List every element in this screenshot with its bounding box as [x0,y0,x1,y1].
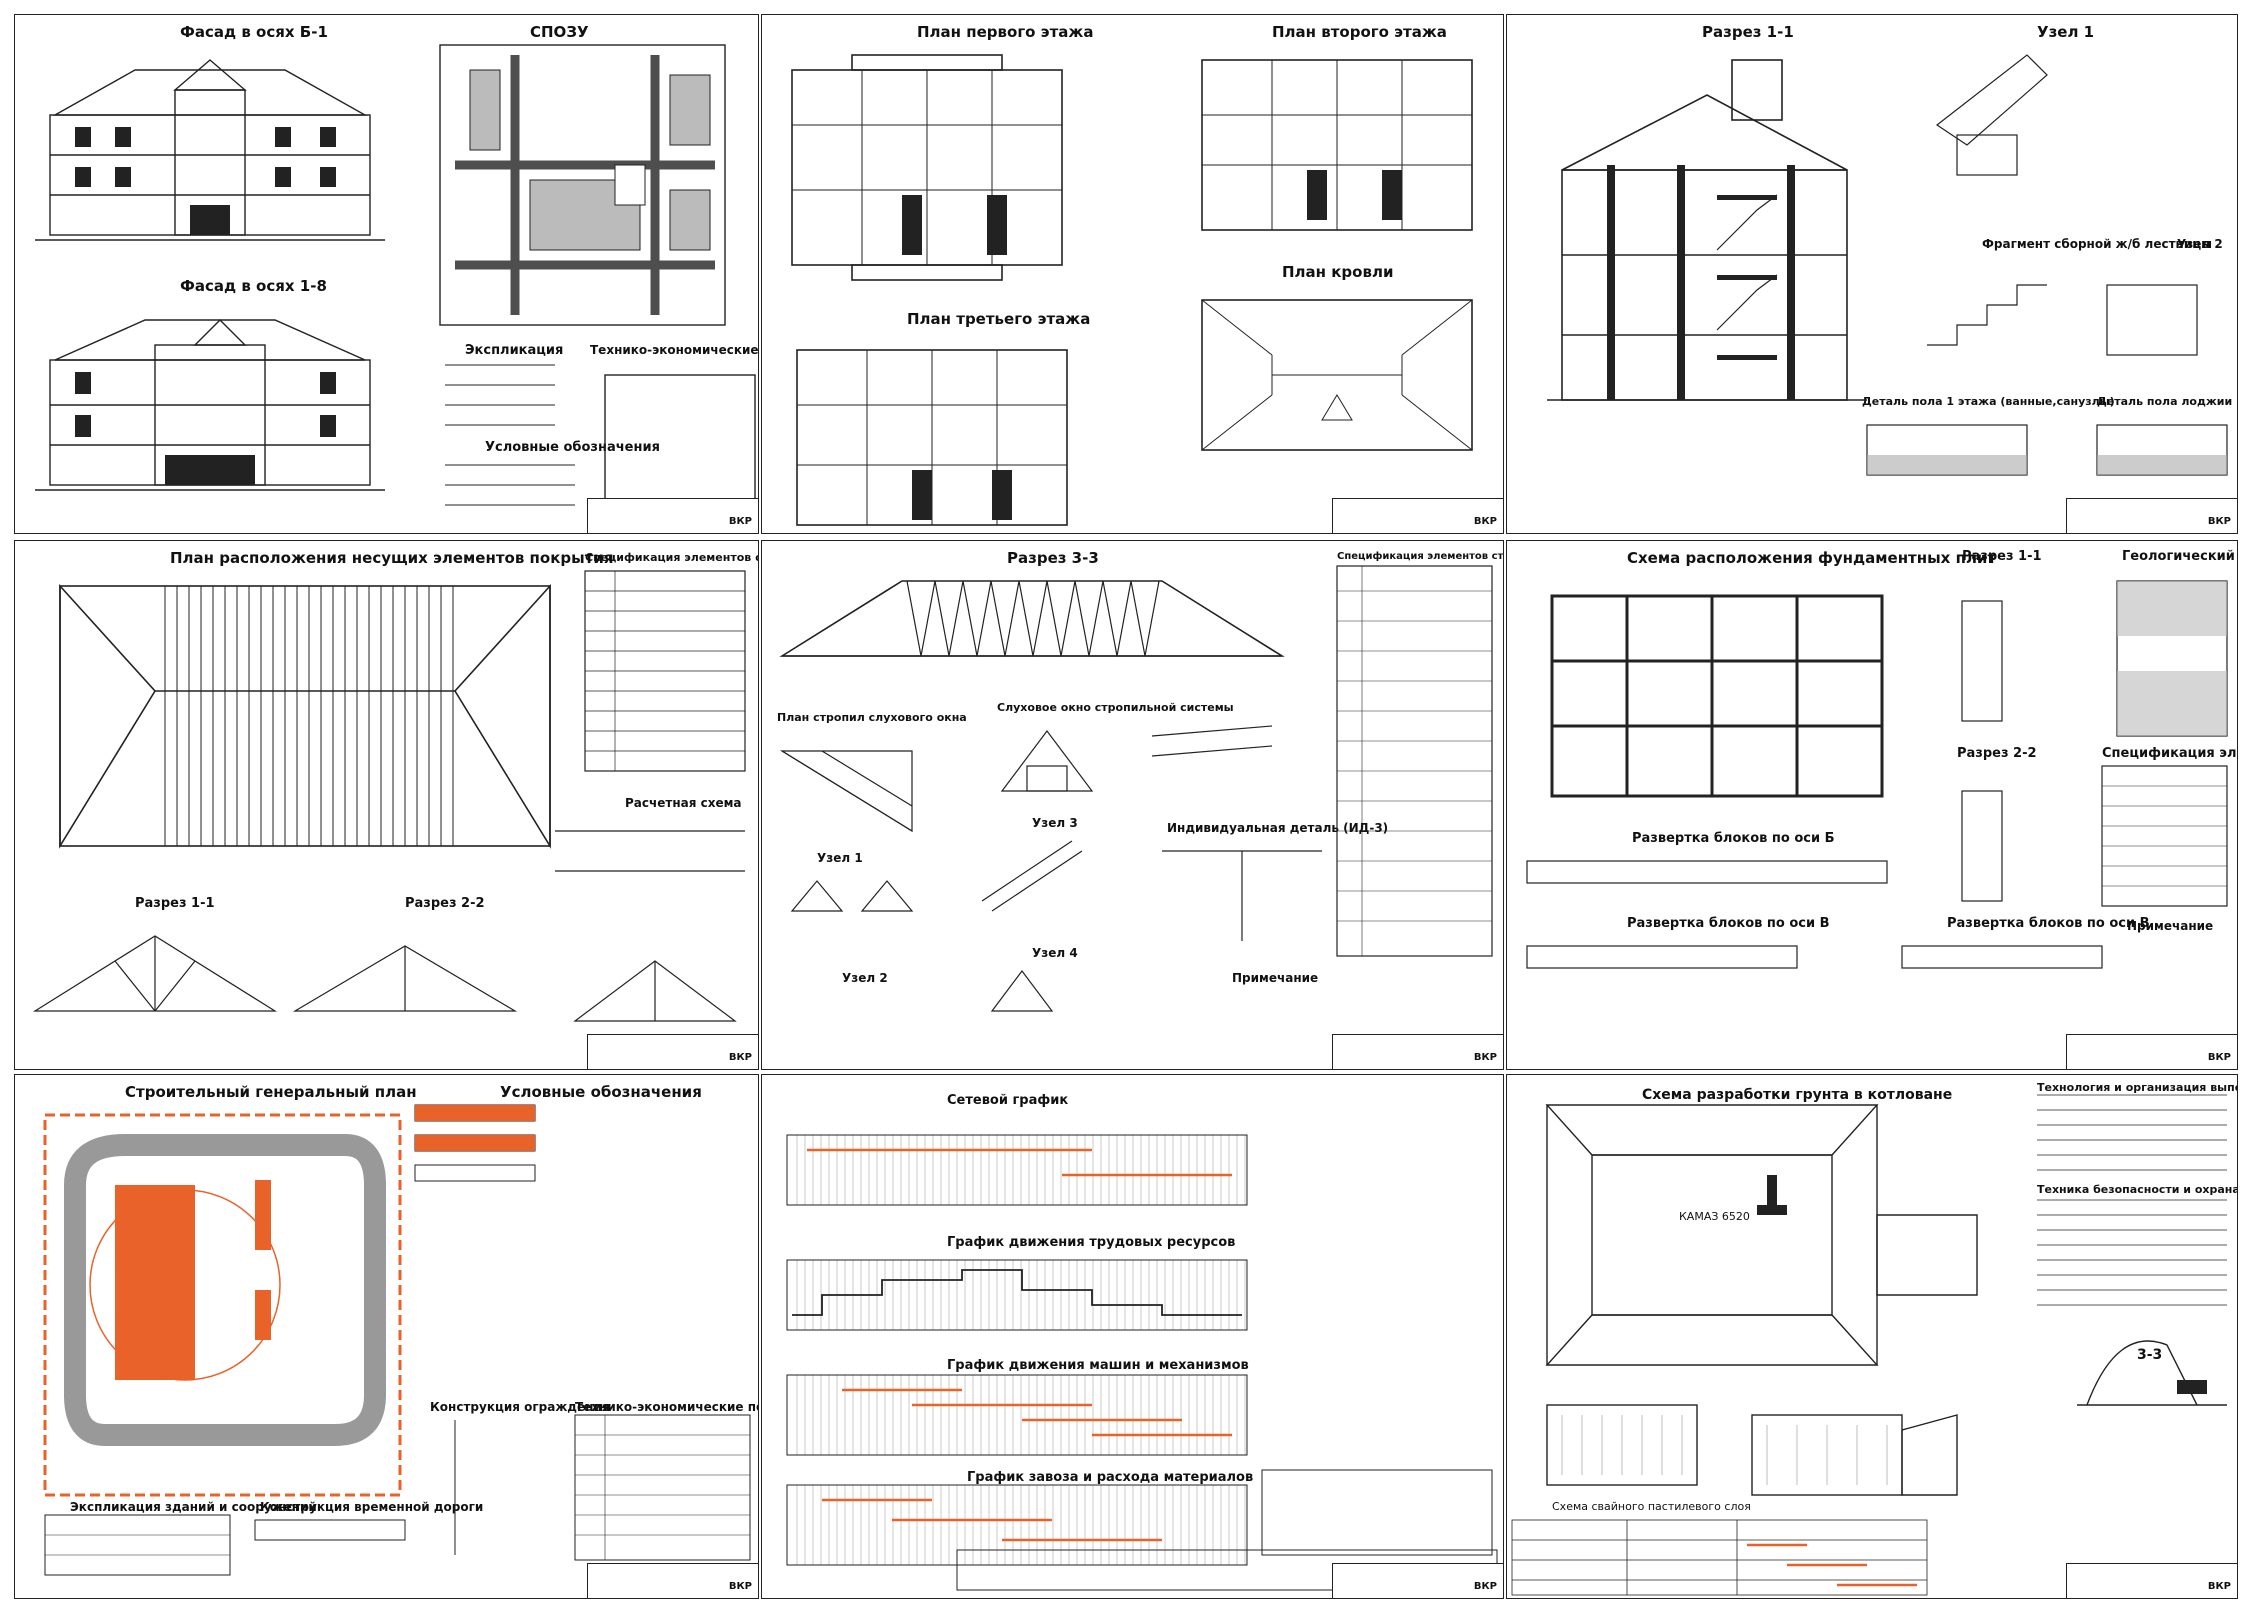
foundation-drawing [1526,580,2228,969]
title-roof-main: План расположения несущих элементов покр… [170,549,614,567]
schedules-drawing [786,1134,1498,1591]
title-tep: Технико-экономические показатели [590,343,759,357]
title-block: ВКР [587,1563,758,1598]
stamp-code: ВКР [2207,516,2231,527]
title-sch-labor: График движения трудовых ресурсов [947,1235,1236,1250]
panel-roof-structure: План расположения несущих элементов покр… [14,540,759,1070]
title-plan3: План третьего этажа [907,310,1091,328]
stamp-code: ВКР [2207,1581,2231,1592]
title-gen-expl: Экспликация зданий и сооружений [70,1500,317,1514]
floor-plans-drawing [791,54,1473,526]
stamp-code: ВКР [728,1581,752,1592]
title-found-note: Примечание [2127,919,2214,933]
title-exc-main: Схема разработки грунта в котловане [1642,1087,1953,1103]
title-loggia: Деталь пола лоджии [2097,395,2233,408]
title-dormer-spec: Спецификация элементов стропильной кровл… [1337,551,1504,562]
title-found-geo: Геологический разрез [2122,549,2237,564]
title-found-s22: Разрез 2-2 [1957,746,2037,761]
title-found-bv2: Развертка блоков по оси В [1947,916,2150,931]
title-section: Разрез 1-1 [1702,23,1794,41]
title-found-b6: Развертка блоков по оси Б [1632,831,1835,846]
panel-floor-plans: План первого этажа План второго этажа Пл… [761,14,1504,534]
title-block: ВКР [2066,1563,2237,1598]
stamp-code: ВКР [1473,516,1497,527]
title-plan2: План второго этажа [1272,23,1447,41]
truck-label: КАМАЗ 6520 [1679,1210,1750,1223]
pile-label: Схема свайного пастилевого слоя [1552,1500,1751,1513]
panel-excavation: Схема разработки грунта в котловане Техн… [1506,1074,2238,1599]
title-block: ВКР [1332,1563,1503,1598]
title-exc-s33: 3-3 [2137,1347,2163,1363]
title-block: ВКР [1332,498,1503,533]
panel-foundation: Схема расположения фундаментных плит Раз… [1506,540,2238,1070]
panel-genplan: Строительный генеральный план Условные о… [14,1074,759,1599]
stamp-code: ВКР [728,516,752,527]
title-roof-s22: Разрез 2-2 [405,896,485,911]
title-spozu: СПОЗУ [530,23,589,41]
title-block: ВКР [587,1034,758,1069]
title-gen-main: Строительный генеральный план [125,1083,417,1101]
title-dormer-plan: План стропил слухового окна [777,711,967,724]
title-dormer-window: Слуховое окно стропильной системы [997,701,1234,714]
title-found-s11: Разрез 1-1 [1962,549,2042,564]
title-found-main: Схема расположения фундаментных плит [1627,549,1997,567]
stamp-code: ВКР [1473,1581,1497,1592]
title-legend: Условные обозначения [485,440,660,455]
title-sch-materials: График завоза и расхода материалов [967,1470,1254,1485]
title-gen-road: Конструкция временной дороги [260,1500,484,1514]
title-exc-safety: Техника безопасности и охрана труда [2037,1183,2238,1196]
title-dormer-s33: Разрез 3-3 [1007,549,1099,567]
title-gen-tep: Технико-экономические показатели [575,1400,758,1414]
facades-drawing [35,44,756,533]
roof-structure-drawing [32,570,746,1022]
title-explication: Экспликация [465,343,564,358]
title-block: ВКР [1332,1034,1503,1069]
title-dormer-note: Примечание [1232,971,1319,985]
title-gen-legend: Условные обозначения [500,1083,702,1101]
excavation-drawing [1511,1094,2227,1596]
genplan-drawing [43,1104,751,1576]
panel-section-nodes: Разрез 1-1 Узел 1 Фрагмент сборной ж/б л… [1506,14,2238,534]
title-facade-18: Фасад в осях 1-8 [180,277,327,295]
title-found-bv: Развертка блоков по оси В [1627,916,1830,931]
title-found-spec: Спецификация элементов [2102,746,2237,761]
title-roof-calc: Расчетная схема [625,796,742,810]
title-node2: Узел 2 [2177,237,2223,251]
stamp-code: ВКР [1473,1052,1497,1063]
title-sch-network: Сетевой график [947,1093,1069,1108]
title-roof: План кровли [1282,263,1394,281]
panel-schedules: Сетевой график График движения трудовых … [761,1074,1504,1599]
title-stair: Фрагмент сборной ж/б лестницы [1982,237,2212,251]
title-roof-s11: Разрез 1-1 [135,896,215,911]
title-plan1: План первого этажа [917,23,1094,41]
title-roof-spec: Спецификация элементов стропильной кровл… [585,551,758,564]
panel-facades: Фасад в осях Б-1 Фасад в осях 1-8 СПОЗУ … [14,14,759,534]
title-dormer-n4: Узел 4 [1032,946,1078,960]
title-block: ВКР [2066,1034,2237,1069]
title-sch-machines: График движения машин и механизмов [947,1358,1249,1373]
title-floor1: Деталь пола 1 этажа (ванные,санузлы) [1862,395,2115,408]
title-dormer-n1: Узел 1 [817,851,863,865]
stamp-code: ВКР [728,1052,752,1063]
title-facade-b1: Фасад в осях Б-1 [180,23,328,41]
title-gen-fence: Конструкция ограждения [430,1400,610,1414]
stamp-code: ВКР [2207,1052,2231,1063]
title-dormer-n3: Узел 3 [1032,816,1078,830]
section-drawing [1547,54,2228,476]
title-dormer-n2: Узел 2 [842,971,888,985]
dormer-drawing [779,565,1493,1012]
title-node1: Узел 1 [2037,23,2095,41]
title-dormer-detail: Индивидуальная деталь (ИД-3) [1167,821,1389,835]
panel-dormer: Разрез 3-3 Спецификация элементов стропи… [761,540,1504,1070]
title-exc-tech: Технология и организация выполнения рабо… [2037,1081,2237,1094]
title-block: ВКР [2066,498,2237,533]
title-block: ВКР [587,498,758,533]
